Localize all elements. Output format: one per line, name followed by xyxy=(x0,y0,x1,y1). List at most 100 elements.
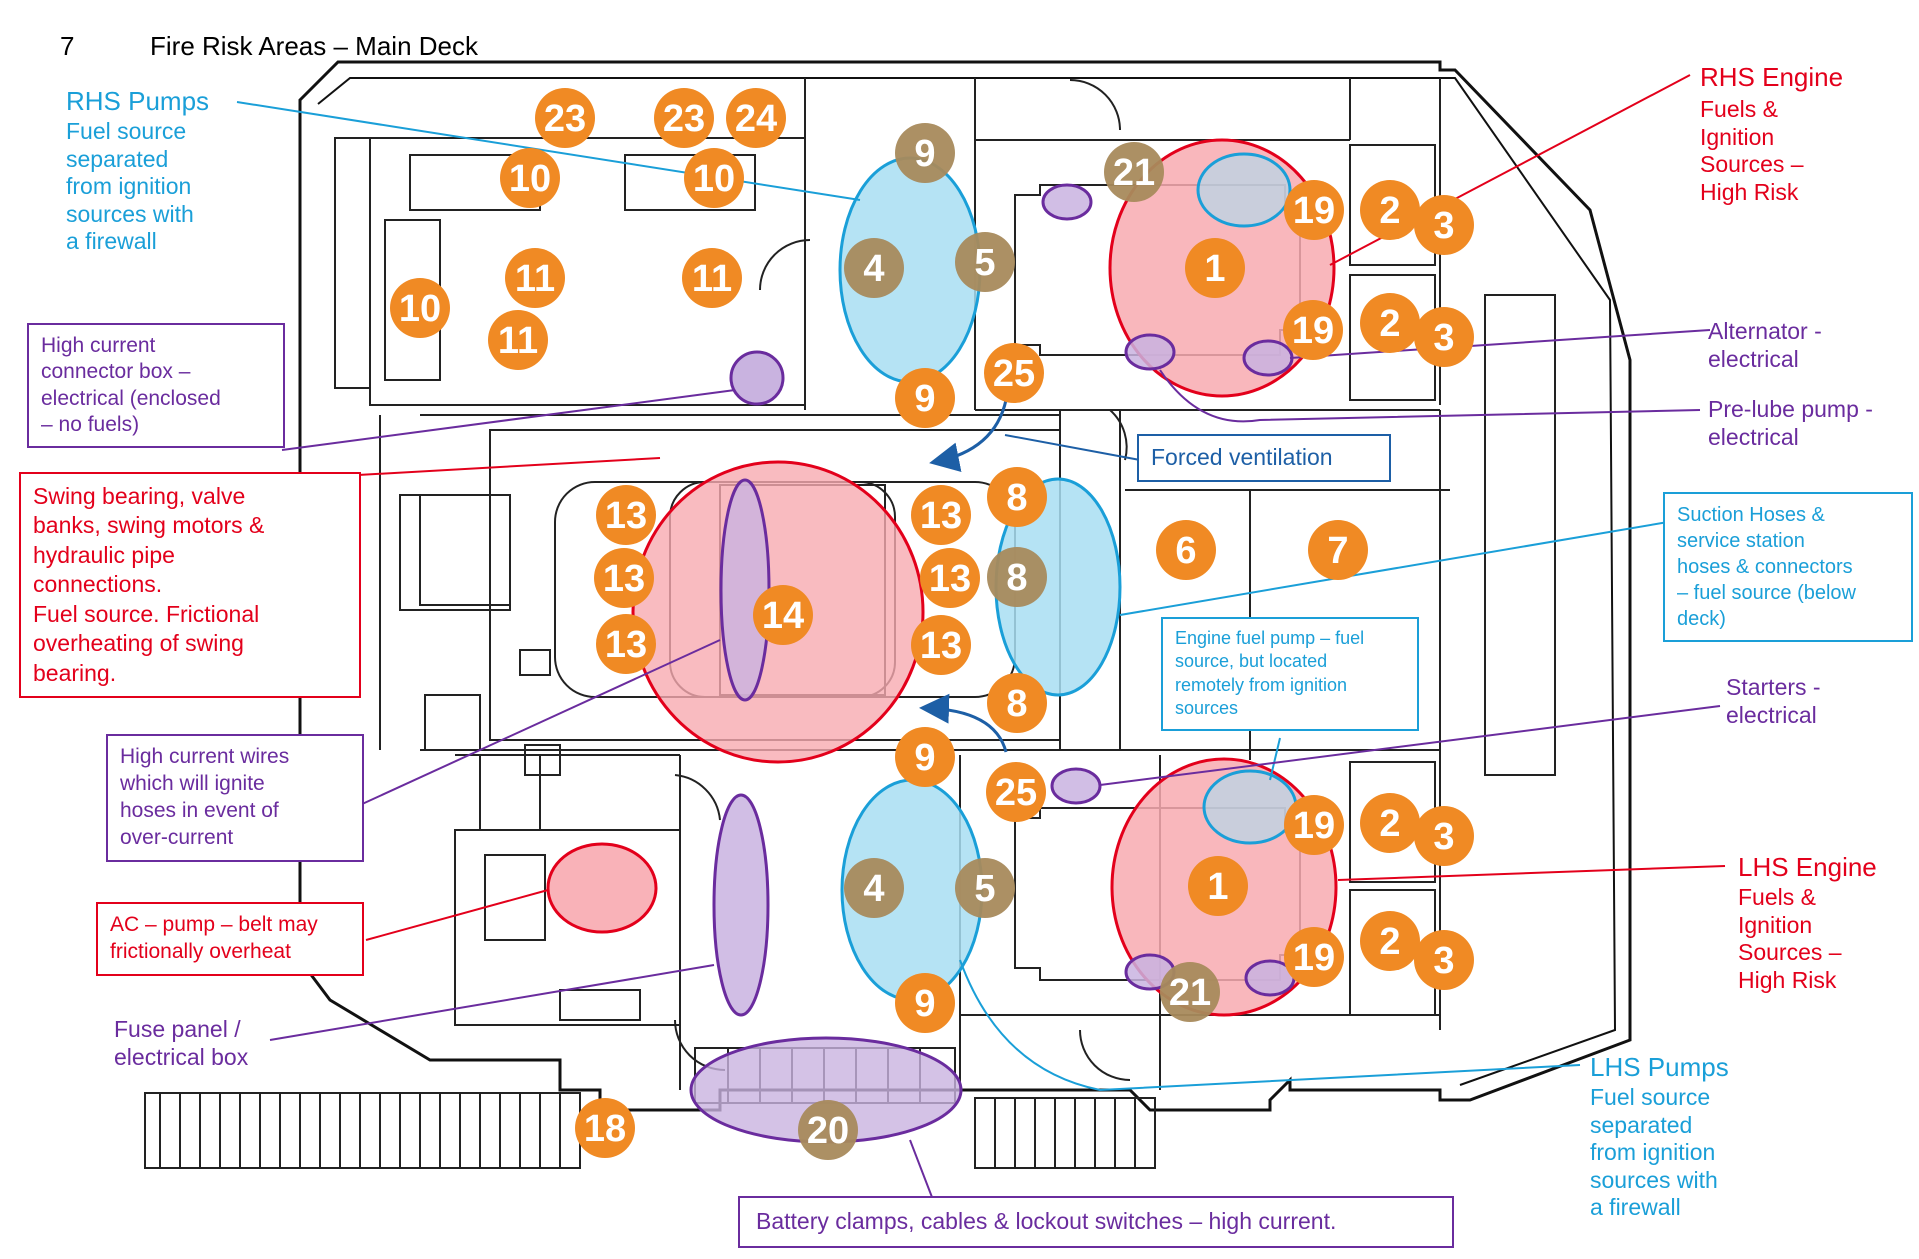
marker-circle xyxy=(1414,806,1474,866)
stairs-right xyxy=(994,1098,1136,1168)
marker-number: 13 xyxy=(920,625,962,667)
marker-10: 10 xyxy=(684,148,744,208)
marker-number: 3 xyxy=(1433,940,1454,982)
marker-20: 20 xyxy=(798,1100,858,1160)
marker-circle xyxy=(955,858,1015,918)
starter-lhs-zone xyxy=(1050,767,1102,805)
marker-13: 13 xyxy=(596,485,656,545)
marker-circle xyxy=(1414,930,1474,990)
marker-circle xyxy=(1360,180,1420,240)
alternator-rhs-zone xyxy=(1041,183,1093,221)
marker-6: 6 xyxy=(1156,520,1216,580)
marker-8: 8 xyxy=(987,547,1047,607)
rhs-engine-title: RHS Engine xyxy=(1700,62,1844,92)
leader-prelube xyxy=(1159,369,1701,423)
marker-8: 8 xyxy=(987,673,1047,733)
marker-circle xyxy=(955,232,1015,292)
marker-circle xyxy=(726,88,786,148)
marker-circle xyxy=(1284,795,1344,855)
marker-number: 23 xyxy=(544,98,586,140)
marker-circle xyxy=(986,762,1046,822)
marker-circle xyxy=(1104,142,1164,202)
marker-number: 1 xyxy=(1207,866,1228,908)
marker-number: 2 xyxy=(1379,803,1400,845)
marker-circle xyxy=(1185,238,1245,298)
marker-number: 8 xyxy=(1006,683,1027,725)
marker-3: 3 xyxy=(1414,930,1474,990)
marker-circle xyxy=(596,485,656,545)
rhs-engine-body: Fuels & Ignition Sources – High Risk xyxy=(1700,96,1804,205)
marker-2: 2 xyxy=(1360,293,1420,353)
marker-25: 25 xyxy=(986,762,1046,822)
high-current-connector-box-label: High current connector box – electrical … xyxy=(27,323,285,448)
marker-number: 19 xyxy=(1293,805,1335,847)
marker-circle xyxy=(505,248,565,308)
marker-number: 11 xyxy=(692,258,732,300)
marker-14: 14 xyxy=(753,585,813,645)
marker-3: 3 xyxy=(1414,307,1474,367)
marker-circle xyxy=(1160,962,1220,1022)
leader-rhs-pumps xyxy=(236,101,861,201)
marker-number: 6 xyxy=(1175,530,1196,572)
marker-number: 5 xyxy=(974,242,995,284)
marker-circle xyxy=(596,614,656,674)
marker-number: 3 xyxy=(1433,205,1454,247)
marker-25: 25 xyxy=(984,343,1044,403)
leader-suction xyxy=(1119,521,1669,616)
marker-number: 23 xyxy=(663,98,705,140)
fuse-panel-label: Fuse panel / electrical box xyxy=(114,1016,249,1070)
suction-hoses-label: Suction Hoses & service station hoses & … xyxy=(1663,492,1913,642)
marker-number: 9 xyxy=(914,983,935,1025)
marker-circle xyxy=(895,368,955,428)
lhs-engine-body: Fuels & Ignition Sources – High Risk xyxy=(1738,884,1842,993)
marker-4: 4 xyxy=(844,858,904,918)
marker-3: 3 xyxy=(1414,806,1474,866)
marker-number: 3 xyxy=(1433,816,1454,858)
section-title: Fire Risk Areas – Main Deck xyxy=(150,31,478,62)
marker-circle xyxy=(1308,520,1368,580)
marker-13: 13 xyxy=(594,548,654,608)
rhs-pumps-body: Fuel source separated from ignition sour… xyxy=(66,118,194,255)
fuse-panel-zone xyxy=(712,793,770,1017)
marker-number: 10 xyxy=(509,158,551,200)
leader-swing-bearing xyxy=(357,457,661,476)
marker-number: 5 xyxy=(974,868,995,910)
leader-fuel-pump xyxy=(1269,737,1281,781)
stairs-left xyxy=(159,1093,561,1168)
prelube-rhs-zone xyxy=(1124,333,1176,371)
marker-circle xyxy=(895,727,955,787)
leader-lines xyxy=(236,74,1726,1206)
marker-number: 2 xyxy=(1379,303,1400,345)
marker-number: 8 xyxy=(1006,557,1027,599)
marker-number: 19 xyxy=(1292,310,1334,352)
marker-10: 10 xyxy=(390,278,450,338)
marker-11: 11 xyxy=(505,248,565,308)
marker-number: 21 xyxy=(1113,152,1155,194)
marker-number: 13 xyxy=(603,558,645,600)
marker-circle xyxy=(844,238,904,298)
marker-circle xyxy=(1360,293,1420,353)
alternator-label: Alternator - electrical xyxy=(1708,318,1822,372)
marker-number: 25 xyxy=(993,353,1035,395)
high-current-wires-label: High current wires which will ignite hos… xyxy=(106,734,364,862)
marker-number: 13 xyxy=(605,495,647,537)
marker-circle xyxy=(987,467,1047,527)
leader-starters xyxy=(1099,705,1721,786)
marker-circle xyxy=(1284,927,1344,987)
hull-outline xyxy=(298,60,1632,1112)
marker-circle xyxy=(1283,300,1343,360)
prelube-label: Pre-lube pump - electrical xyxy=(1708,396,1873,450)
swing-bearing-label: Swing bearing, valve banks, swing motors… xyxy=(19,472,361,699)
marker-number: 8 xyxy=(1006,477,1027,519)
marker-number: 19 xyxy=(1293,937,1335,979)
marker-circle xyxy=(1284,180,1344,240)
connector-box-zone xyxy=(729,350,785,406)
marker-2: 2 xyxy=(1360,911,1420,971)
marker-9: 9 xyxy=(895,123,955,183)
marker-number: 4 xyxy=(863,248,884,290)
marker-circle xyxy=(1188,856,1248,916)
marker-number: 9 xyxy=(914,737,935,779)
leader-forced-vent xyxy=(1004,434,1141,461)
